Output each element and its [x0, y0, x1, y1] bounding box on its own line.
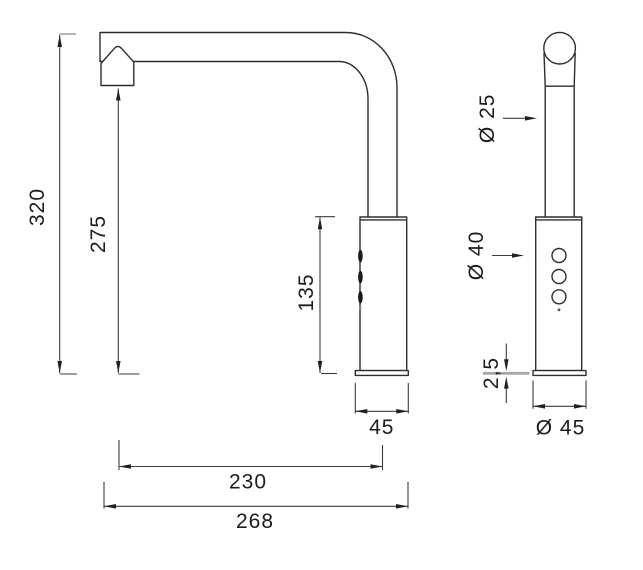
dim-spout-height: 275 — [87, 88, 140, 375]
base-body — [359, 216, 408, 372]
dim-overall-depth: 268 — [103, 482, 409, 533]
dim-spout-diameter: Ø 25 — [476, 94, 537, 144]
dim-25mm-arrow-up — [504, 376, 509, 389]
dim-45-arrow-left — [355, 409, 368, 414]
push-button-1 — [551, 247, 567, 264]
dim-230-label: 230 — [229, 471, 267, 494]
led-dot-front — [557, 308, 561, 312]
dim-d45-arrow-right — [574, 404, 586, 409]
dim-d25-label: Ø 25 — [476, 94, 499, 144]
dim-230-arrow-left — [119, 464, 131, 469]
dim-body-width: 45 — [354, 383, 409, 439]
dim-320-arrow-down — [57, 361, 62, 373]
dim-135-label: 135 — [295, 273, 318, 311]
dim-135-arrow-down — [317, 361, 323, 373]
spout-head — [100, 45, 135, 87]
button-profile-2 — [358, 270, 363, 284]
dim-d40-label: Ø 40 — [465, 231, 488, 281]
dim-25mm-arrow-down — [504, 359, 509, 372]
dim-d40-arrow — [512, 253, 524, 258]
push-button-2 — [551, 268, 567, 285]
dim-spout-reach: 230 — [118, 440, 384, 494]
dim-275-arrow-up — [116, 88, 121, 101]
base-flange — [354, 369, 409, 377]
dim-body-diameter: Ø 40 — [465, 231, 524, 281]
dim-d45-arrow-left — [533, 404, 545, 409]
dim-268-arrow-left — [104, 504, 116, 509]
spout-tube-outline — [99, 31, 398, 219]
dim-230-arrow-right — [370, 464, 383, 469]
dim-d45-label: Ø 45 — [536, 417, 586, 440]
push-button-3 — [551, 289, 567, 305]
dim-body-height: 135 — [295, 216, 337, 375]
dim-d25-arrow — [525, 116, 537, 121]
front-view — [532, 31, 587, 377]
side-view — [99, 31, 409, 377]
led-dot-side — [359, 307, 362, 310]
dim-total-height: 320 — [26, 33, 77, 375]
button-profile-1 — [358, 249, 363, 263]
dim-base-plate-thickness: 2,5 — [480, 343, 530, 403]
dim-25mm-label: 2,5 — [480, 357, 503, 389]
dim-45-label: 45 — [369, 416, 394, 439]
dim-275-label: 275 — [87, 215, 110, 253]
spout-end-circle — [543, 31, 577, 65]
dim-320-label: 320 — [26, 188, 49, 226]
dim-275-arrow-down — [116, 361, 121, 373]
spout-neck-right — [573, 52, 576, 87]
button-profile-3 — [358, 291, 363, 304]
dim-135-arrow-up — [317, 217, 323, 230]
dim-320-arrow-up — [57, 35, 62, 47]
base-flange-front — [532, 369, 587, 377]
dim-268-arrow-right — [396, 504, 408, 509]
dim-268-label: 268 — [236, 510, 274, 533]
dim-45-arrow-right — [396, 409, 409, 414]
dim-base-diameter: Ø 45 — [532, 380, 587, 440]
spout-neck-left — [543, 52, 546, 87]
